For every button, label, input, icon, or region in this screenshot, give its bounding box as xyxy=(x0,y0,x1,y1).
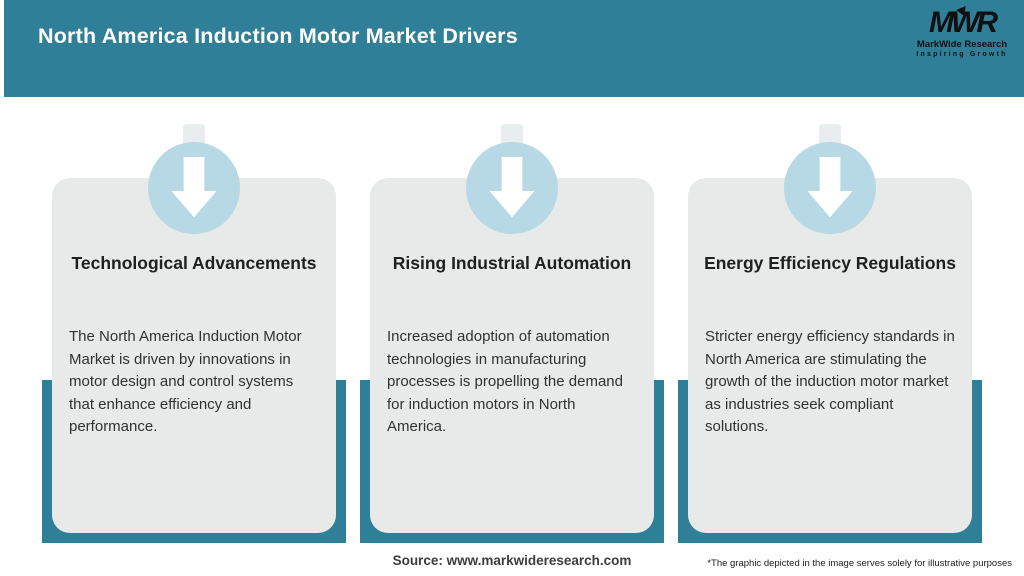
page-title: North America Induction Motor Market Dri… xyxy=(38,24,518,48)
driver-card-rising-industrial-automation: Rising Industrial Automation Increased a… xyxy=(360,124,664,544)
card-body: Energy Efficiency Regulations Stricter e… xyxy=(688,178,972,533)
source-attribution: Source: www.markwideresearch.com xyxy=(392,553,632,568)
card-title: Energy Efficiency Regulations xyxy=(704,253,956,273)
driver-card-technological-advancements: Technological Advancements The North Ame… xyxy=(42,124,346,544)
mwr-logo-mark: MWR xyxy=(912,2,1012,39)
card-title: Rising Industrial Automation xyxy=(392,253,632,273)
card-description: Stricter energy efficiency standards in … xyxy=(705,328,955,435)
disclaimer-note: *The graphic depicted in the image serve… xyxy=(707,558,1012,569)
logo-letter-m: M xyxy=(929,6,954,39)
down-arrow-icon xyxy=(466,142,558,234)
card-body: Technological Advancements The North Ame… xyxy=(52,178,336,533)
card-description: Increased adoption of automation technol… xyxy=(387,328,623,435)
header-band: North America Induction Motor Market Dri… xyxy=(4,0,1024,97)
card-title: Technological Advancements xyxy=(71,253,317,273)
card-body: Rising Industrial Automation Increased a… xyxy=(370,178,654,533)
down-arrow-icon xyxy=(784,142,876,234)
driver-card-energy-efficiency-regulations: Energy Efficiency Regulations Stricter e… xyxy=(678,124,982,544)
markwide-research-logo: MWR MarkWide Research Inspiring Growth xyxy=(912,2,1012,58)
logo-letter-r: R xyxy=(976,6,998,39)
card-description: The North America Induction Motor Market… xyxy=(69,328,302,435)
down-arrow-icon xyxy=(148,142,240,234)
logo-tagline: Inspiring Growth xyxy=(916,51,1008,58)
logo-company-name: MarkWide Research xyxy=(916,39,1008,50)
logo-letter-w: W xyxy=(951,6,979,39)
